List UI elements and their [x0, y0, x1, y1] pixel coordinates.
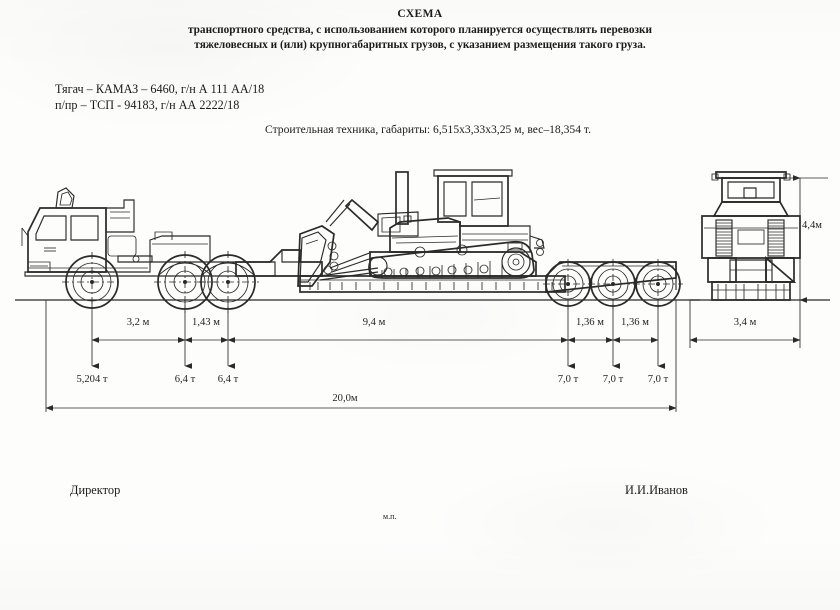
signature-role: Директор	[70, 483, 121, 497]
spacing-label-1: 1,43 м	[192, 317, 220, 328]
axle-load-label-4: 7,0 т	[603, 374, 624, 385]
cargo-width-label: 3,4 м	[734, 317, 757, 328]
grille-right	[767, 219, 785, 257]
spacing-label-2: 9,4 м	[363, 317, 386, 328]
axle-load-labels: 5,204 т 6,4 т 6,4 т 7,0 т 7,0 т 7,0 т	[76, 374, 668, 385]
total-length-label: 20,0м	[332, 393, 358, 404]
spacing-label-4: 1,36 м	[621, 317, 649, 328]
grille-left	[715, 219, 733, 257]
cargo-height-label: 4,4м	[802, 220, 822, 231]
signature-name: И.И.Иванов	[625, 483, 688, 497]
axle-load-label-0: 5,204 т	[76, 374, 107, 385]
document-title: СХЕМА	[397, 8, 443, 20]
axle-load-label-3: 7,0 т	[558, 374, 579, 385]
axle-load-label-1: 6,4 т	[175, 374, 196, 385]
document-subtitle-line1: транспортного средства, с использованием…	[187, 24, 653, 36]
cargo-height-dimension	[784, 175, 828, 303]
total-length-dimension	[45, 300, 677, 412]
cargo-width-dimension	[689, 300, 801, 348]
axle-load-indicators	[91, 300, 666, 369]
stamp-placeholder: м.п.	[383, 512, 397, 521]
tractor-kamaz-side-view	[21, 187, 276, 313]
dimension-labels: 3,2 м 1,43 м 9,4 м 1,36 м 1,36 м 3,4 м 4…	[127, 220, 823, 404]
spacing-label-3: 1,36 м	[576, 317, 604, 328]
axle-load-label-5: 7,0 т	[648, 374, 669, 385]
cargo-description: Строительная техника, габариты: 6,515х3,…	[265, 123, 591, 136]
tractor-info: Тягач – КАМАЗ – 6460, г/н А 111 АА/18	[55, 82, 265, 96]
document-subtitle-line2: тяжеловесных и (или) крупногабаритных гр…	[194, 39, 646, 51]
axle-load-label-2: 6,4 т	[218, 374, 239, 385]
bulldozer-front-view	[701, 171, 801, 301]
bulldozer-side-view	[297, 169, 545, 287]
spacing-label-0: 3,2 м	[127, 317, 150, 328]
trailer-info: п/пр – ТСП - 94183, г/н АА 2222/18	[55, 98, 240, 112]
